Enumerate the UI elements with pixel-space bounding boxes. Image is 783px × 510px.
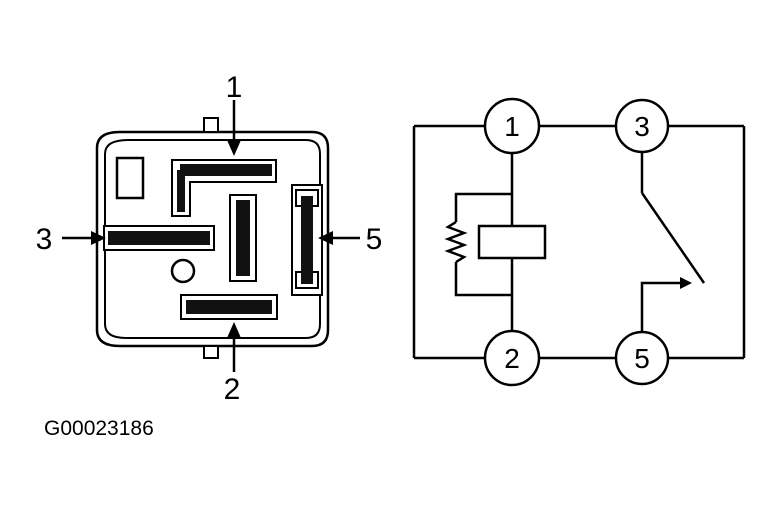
pin-label-1: 1: [226, 71, 243, 104]
relay-housing-outline: [95, 130, 330, 348]
relay-socket-view: 1 2 3 5: [36, 71, 383, 406]
locator-hole: [170, 258, 196, 284]
housing-tab-top: [203, 117, 219, 133]
pin-1-blade-leg: [177, 170, 185, 212]
housing-tab-bottom: [203, 345, 219, 359]
pin-label-5: 5: [366, 223, 383, 256]
terminal-5-circle: [614, 330, 670, 386]
relay-schematic: 1 3 2 5: [412, 97, 746, 387]
pin-3-blade: [108, 231, 210, 245]
resistor-zigzag: [444, 220, 468, 264]
pin-1-arrow: [227, 100, 241, 156]
switch-contact-tip: [680, 277, 692, 289]
pin-1-blade: [180, 164, 272, 176]
terminal-label-1: 1: [504, 111, 520, 142]
relay-housing-inner: [104, 139, 321, 339]
pin-label-3: 3: [36, 223, 53, 256]
pin-3-arrow: [62, 231, 106, 245]
terminal-3-circle: [614, 98, 670, 154]
resistor-wire-top: [454, 192, 512, 222]
center-terminal-blade: [236, 200, 250, 276]
terminal-label-5: 5: [634, 343, 650, 374]
pin-label-2: 2: [224, 373, 241, 406]
housing-window: [115, 156, 145, 200]
terminal-label-2: 2: [504, 343, 520, 374]
pin-2-blade: [186, 300, 272, 314]
resistor-wire-bottom: [454, 262, 512, 297]
relay-coil: [477, 224, 547, 260]
switch-contact: [640, 281, 682, 332]
pin-5-blade: [301, 196, 313, 284]
pin-5-arrow: [318, 231, 360, 245]
switch-blade: [640, 192, 706, 284]
terminal-label-3: 3: [634, 111, 650, 142]
terminal-2-circle: [483, 329, 541, 387]
figure-id: G00023186: [44, 417, 154, 440]
terminal-1-circle: [483, 97, 541, 155]
pin-2-arrow: [227, 322, 241, 372]
